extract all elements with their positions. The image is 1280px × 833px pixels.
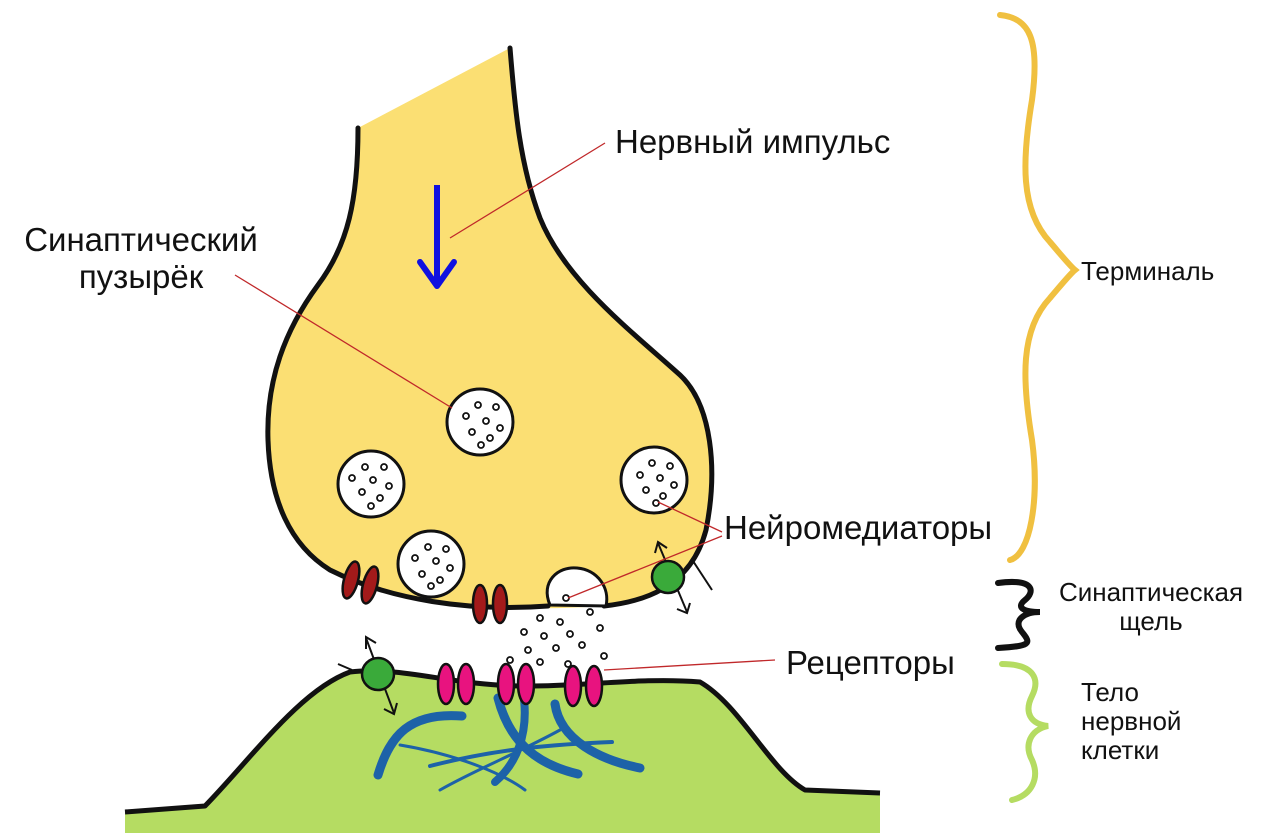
label-synaptic-cleft-line1: Синаптическая — [1058, 577, 1244, 607]
pointer-receptors — [603, 659, 776, 671]
vesicle — [619, 445, 689, 515]
label-cell-body-line3: клетки — [1081, 735, 1160, 766]
terminal-outline-left — [265, 125, 551, 610]
vesicle — [396, 529, 466, 599]
label-terminal: Терминаль — [1081, 256, 1215, 286]
fusing-vesicle — [545, 566, 609, 608]
curly-brace-icon — [997, 12, 1080, 563]
label-synaptic-vesicle-line1: Синаптический — [24, 221, 258, 258]
label-cell-body: Тело нервной клетки — [1081, 677, 1182, 766]
presynaptic-channels — [341, 560, 509, 625]
pointer-lines — [234, 142, 776, 671]
neurotransmitter-molecules — [506, 594, 608, 668]
pointer-nerve-impulse — [449, 142, 606, 239]
label-cell-body-line1: Тело — [1081, 677, 1139, 707]
curly-brace-icon — [995, 579, 1041, 651]
label-neurotransmitters: Нейромедиаторы — [724, 509, 993, 546]
pointer-neurotransmitters-2 — [567, 535, 723, 599]
transporter-postsynaptic — [337, 635, 398, 716]
terminal-outline-right — [507, 45, 715, 609]
pointer-vesicle — [234, 274, 453, 409]
label-synaptic-cleft-line2: щель — [1119, 606, 1183, 637]
curly-brace-icon — [999, 661, 1049, 803]
label-synaptic-cleft: Синаптическая щель — [1040, 577, 1262, 637]
label-synaptic-vesicle: Синаптический пузырёк — [10, 221, 272, 296]
down-arrow-icon — [417, 185, 457, 289]
transporter-presynaptic — [650, 540, 713, 615]
synaptic-vesicles — [336, 387, 689, 599]
cytoskeleton-fibers — [373, 688, 645, 792]
label-synaptic-vesicle-line2: пузырёк — [78, 257, 204, 295]
pointer-neurotransmitters-1 — [657, 501, 723, 533]
vesicle — [336, 449, 406, 519]
receptors — [436, 662, 604, 708]
label-cell-body-line2: нервной — [1081, 706, 1182, 737]
label-nerve-impulse: Нервный импульс — [615, 123, 891, 160]
vesicle — [445, 387, 515, 457]
label-receptors: Рецепторы — [786, 644, 955, 681]
